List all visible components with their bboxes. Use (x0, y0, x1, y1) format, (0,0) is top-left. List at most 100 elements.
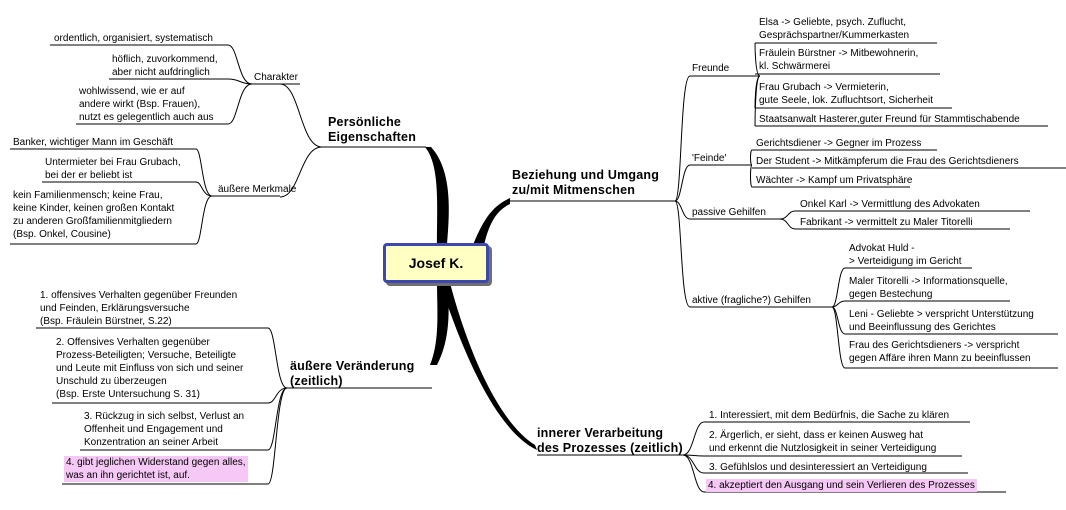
node-line: nutzt es gelegentlich auch aus (79, 112, 214, 123)
node-feinde-1[interactable]: Gerichtsdiener -> Gegner im Prozess (756, 137, 921, 150)
node-freunde-1[interactable]: Elsa -> Geliebte, psych. Zuflucht, Gespr… (759, 16, 909, 42)
node-verarbeitung-2[interactable]: 2. Ärgerlich, er sieht, dass er keinen A… (709, 429, 936, 455)
node-verarbeitung-3[interactable]: 3. Gefühlslos und desinteressiert an Ver… (709, 461, 927, 474)
node-aktiv-2[interactable]: Maler Titorelli -> Informationsquelle, g… (849, 275, 1008, 301)
subtopic-charakter[interactable]: Charakter (254, 72, 298, 83)
node-line: was an ihn gerichtet ist, auf. (66, 470, 190, 481)
central-topic-label: Josef K. (408, 255, 464, 271)
node-line: und Leute mit Einfluss von sich und sein… (56, 363, 244, 374)
node-charakter-3[interactable]: wohlwissend, wie er auf andere wirkt (Bs… (79, 85, 214, 124)
node-line: (Bsp. Fräulein Bürstner, S.22) (40, 316, 172, 327)
node-merkmale-1[interactable]: Banker, wichtiger Mann im Geschäft (13, 136, 173, 149)
node-verarbeitung-1[interactable]: 1. Interessiert, mit dem Bedürfnis, die … (709, 409, 949, 422)
node-freunde-3[interactable]: Frau Grubach -> Vermieterin, gute Seele,… (759, 81, 933, 107)
node-line: gegen Affäre ihren Mann zu beeinflussen (849, 353, 1031, 364)
node-line: (Bsp. Erste Untersuchung S. 31) (56, 389, 200, 400)
node-veraenderung-2[interactable]: 2. Offensives Verhalten gegenüber Prozes… (56, 336, 243, 401)
node-line: bei der er beliebt ist (45, 170, 133, 181)
topic-label: des Prozesses (zeitlich) (537, 441, 683, 455)
node-line: aber nicht aufdringlich (112, 67, 210, 78)
node-line: kein Familienmensch; keine Frau, (13, 190, 163, 201)
subtopic-freunde[interactable]: Freunde (692, 63, 730, 74)
node-line: Offenheit und Engagement und (84, 424, 223, 435)
node-line: höflich, zuvorkommend, (112, 54, 218, 65)
node-line: Der Student -> Mitkämpferum die Frau des… (756, 156, 1019, 167)
node-line: Frau des Gerichtsdieners -> verspricht (849, 340, 1020, 351)
node-line: 2. Ärgerlich, er sieht, dass er keinen A… (709, 430, 924, 441)
node-line: 1. offensives Verhalten gegenüber Freund… (40, 290, 238, 301)
node-line: Unschuld zu überzeugen (56, 376, 167, 387)
node-aktiv-4[interactable]: Frau des Gerichtsdieners -> verspricht g… (849, 339, 1031, 365)
node-verarbeitung-4-highlighted[interactable]: 4. akzeptiert den Ausgang und sein Verli… (706, 479, 977, 492)
node-line: und Beeinflussung des Gerichtes (849, 322, 996, 333)
topic-label: Beziehung und Umgang (512, 168, 660, 182)
trunk-persoenlich (425, 147, 449, 245)
node-aktiv-3[interactable]: Leni - Geliebte > verspricht Unterstützu… (849, 308, 1034, 334)
node-line: Banker, wichtiger Mann im Geschäft (13, 137, 174, 148)
node-line: Elsa -> Geliebte, psych. Zuflucht, (759, 17, 907, 28)
node-line: Gesprächspartner/Kummerkasten (759, 30, 910, 41)
node-line: 2. Offensives Verhalten gegenüber (56, 337, 210, 348)
trunk-verarbeitung (440, 283, 537, 450)
central-topic[interactable]: Josef K. (383, 243, 489, 283)
topic-persoenliche-eigenschaften[interactable]: Persönliche Eigenschaften (328, 115, 416, 145)
node-line: gute Seele, lok. Zufluchtsort, Sicherhei… (759, 95, 933, 106)
node-line: ordentlich, organisiert, systematisch (54, 33, 213, 44)
node-veraenderung-1[interactable]: 1. offensives Verhalten gegenüber Freund… (40, 289, 237, 328)
node-line: andere wirkt (Bsp. Frauen), (79, 99, 201, 110)
node-line: und Feinden, Erklärungsversuche (40, 303, 190, 314)
node-merkmale-3[interactable]: kein Familienmensch; keine Frau, keine K… (13, 189, 174, 241)
node-charakter-1[interactable]: ordentlich, organisiert, systematisch (54, 32, 213, 45)
node-line: keine Kinder, keinen großen Kontakt (13, 203, 175, 214)
node-feinde-2[interactable]: Der Student -> Mitkämpferum die Frau des… (756, 155, 1019, 168)
node-line: Fabrikant -> vermittelt zu Maler Titorel… (800, 217, 973, 228)
topic-label: Eigenschaften (328, 130, 417, 144)
node-freunde-4[interactable]: Staatsanwalt Hasterer,guter Freund für S… (759, 113, 1020, 126)
node-passiv-2[interactable]: Fabrikant -> vermittelt zu Maler Titorel… (800, 216, 973, 229)
node-line: 1. Interessiert, mit dem Bedürfnis, die … (709, 410, 950, 421)
node-line: Konzentration an seiner Arbeit (84, 437, 218, 448)
node-freunde-2[interactable]: Fräulein Bürstner -> Mitbewohnerin, kl. … (759, 47, 918, 73)
topic-label: (zeitlich) (290, 374, 343, 388)
node-line: zu anderen Großfamilienmitgliedern (13, 216, 172, 227)
node-passiv-1[interactable]: Onkel Karl -> Vermittlung des Advokaten (800, 198, 980, 211)
node-line: 4. akzeptiert den Ausgang und sein Verli… (708, 480, 975, 491)
trunk-beziehung (473, 198, 510, 245)
node-line: Staatsanwalt Hasterer,guter Freund für S… (759, 114, 1020, 125)
topic-aeussere-veraenderung[interactable]: äußere Veränderung (zeitlich) (290, 359, 414, 389)
node-line: und erkennt die Nutzlosigkeit in seiner … (709, 443, 937, 454)
subtopic-feinde[interactable]: 'Feinde' (692, 153, 727, 164)
topic-label: Persönliche (328, 115, 402, 129)
node-line: 4. gibt jeglichen Widerstand gegen alles… (66, 457, 246, 468)
node-merkmale-2[interactable]: Untermieter bei Frau Grubach, bei der er… (45, 156, 181, 182)
node-aktiv-1[interactable]: Advokat Huld - > Verteidigung im Gericht (849, 242, 962, 268)
trunk-veraenderung (430, 283, 449, 365)
node-line: wohlwissend, wie er auf (79, 86, 185, 97)
node-line: gegen Bestechung (849, 289, 933, 300)
node-line: Prozess-Beteiligten; Versuche, Beteiligt… (56, 350, 237, 361)
node-line: Fräulein Bürstner -> Mitbewohnerin, (759, 48, 919, 59)
node-line: Advokat Huld - (849, 243, 915, 254)
node-line: Frau Grubach -> Vermieterin, (759, 82, 889, 93)
node-line: 3. Rückzug in sich selbst, Verlust an (84, 411, 245, 422)
topic-innere-verarbeitung[interactable]: innerer Verarbeitung des Prozesses (zeit… (537, 426, 683, 456)
node-line: Maler Titorelli -> Informationsquelle, (849, 276, 1008, 287)
node-veraenderung-4-highlighted[interactable]: 4. gibt jeglichen Widerstand gegen alles… (64, 456, 248, 482)
topic-label: zu/mit Mitmenschen (512, 183, 636, 197)
subtopic-passive-gehilfen[interactable]: passive Gehilfen (692, 207, 766, 218)
node-charakter-2[interactable]: höflich, zuvorkommend, aber nicht aufdri… (112, 53, 218, 79)
node-veraenderung-3[interactable]: 3. Rückzug in sich selbst, Verlust an Of… (84, 410, 244, 449)
node-line: Gerichtsdiener -> Gegner im Prozess (756, 138, 922, 149)
subtopic-aktive-gehilfen[interactable]: aktive (fragliche?) Gehilfen (692, 295, 811, 306)
subtopic-aeussere-merkmale[interactable]: äußere Merkmale (218, 184, 297, 195)
topic-beziehung-und-umgang[interactable]: Beziehung und Umgang zu/mit Mitmenschen (512, 168, 659, 198)
node-line: (Bsp. Onkel, Cousine) (13, 229, 111, 240)
topic-label: äußere Veränderung (290, 359, 415, 373)
node-line: kl. Schwärmerei (759, 61, 831, 72)
node-line: Leni - Geliebte > verspricht Unterstützu… (849, 309, 1034, 320)
node-feinde-3[interactable]: Wächter -> Kampf um Privatsphäre (756, 174, 912, 187)
node-line: Untermieter bei Frau Grubach, (45, 157, 181, 168)
node-line: > Verteidigung im Gericht (849, 256, 962, 267)
node-line: 3. Gefühlslos und desinteressiert an Ver… (709, 462, 927, 473)
